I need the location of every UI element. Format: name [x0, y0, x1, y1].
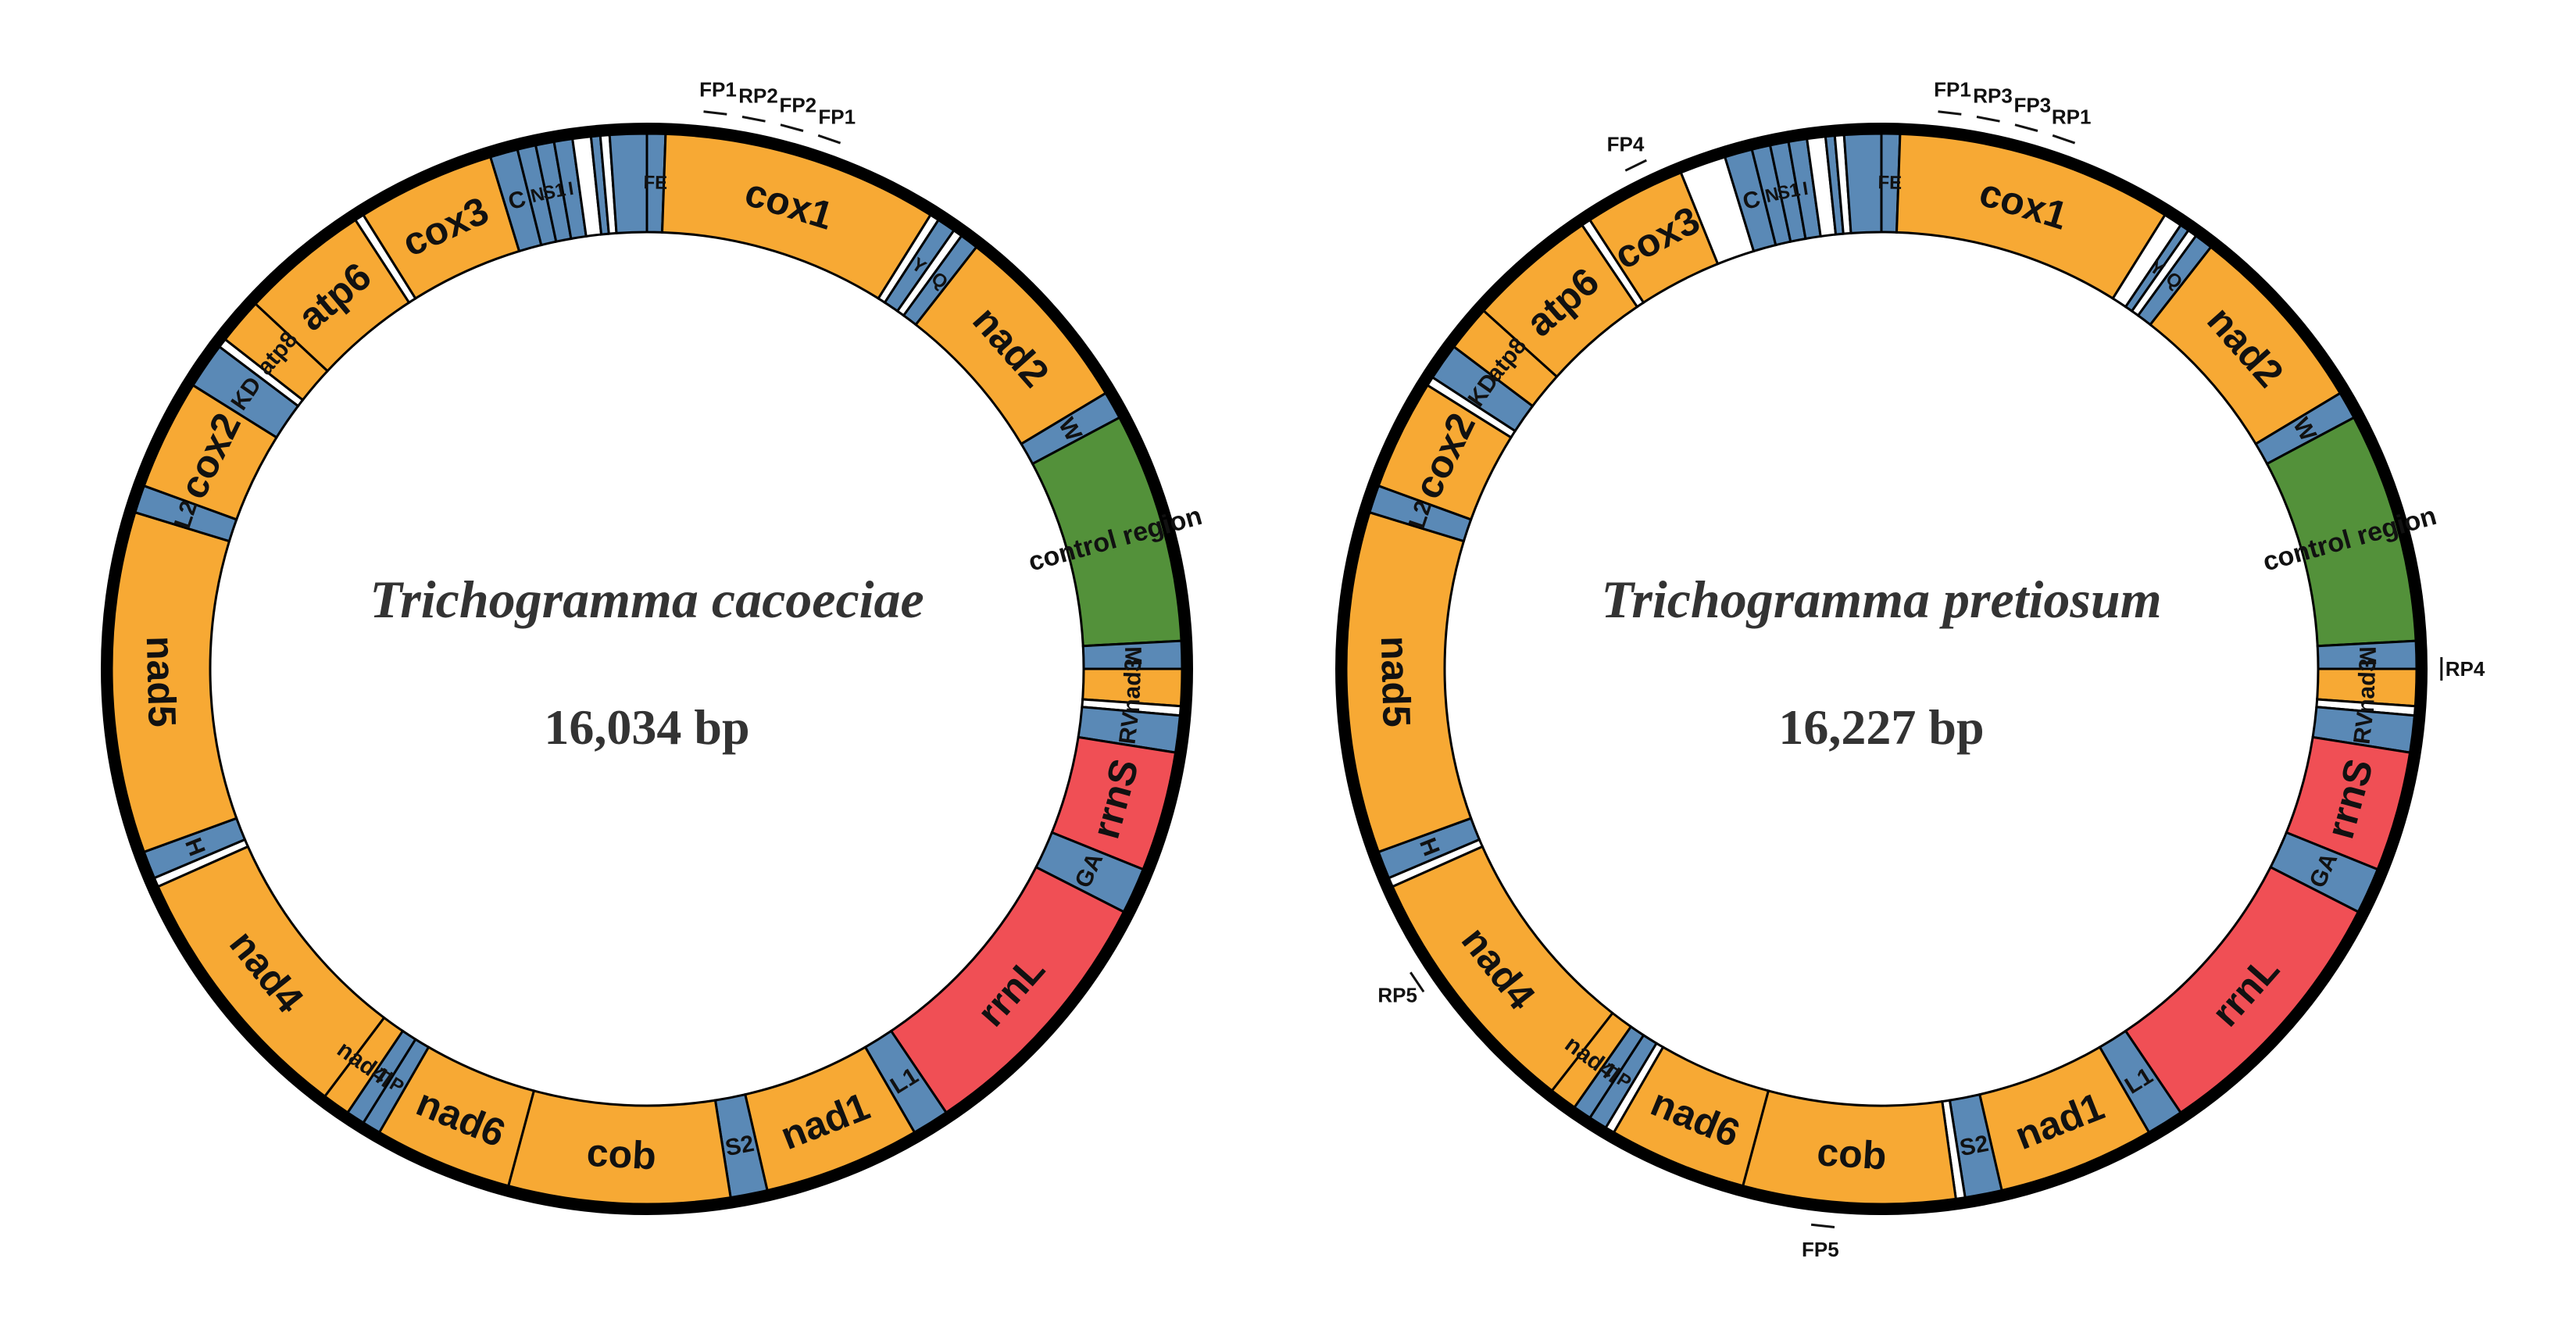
gene-label-i: I	[1801, 178, 1810, 200]
primer-arrow	[1976, 116, 2000, 123]
gene-label-s2: S2	[1958, 1131, 1991, 1161]
primer-arrow	[817, 134, 841, 145]
gene-label-m: M	[1120, 646, 1146, 667]
gene-label-n: N	[1763, 184, 1781, 207]
primer-arrow	[703, 110, 727, 116]
gene-label-rv: RV	[1114, 710, 1144, 745]
primer-label: FP1	[818, 105, 856, 129]
gene-label-cob: cob	[586, 1131, 658, 1178]
primer-fp1: FP1	[817, 105, 856, 145]
primer-label: RP4	[2446, 657, 2485, 681]
primer-fp4: FP4	[1607, 133, 1647, 172]
gene-label-fe: FE	[1878, 172, 1902, 194]
primer-arrow	[1810, 1223, 1835, 1228]
primer-label: FP1	[1934, 78, 1971, 102]
primer-label: FP1	[699, 78, 737, 102]
gene-label-rv: RV	[2349, 710, 2378, 745]
primer-arrow	[780, 123, 804, 132]
gene-label-s2: S2	[723, 1131, 756, 1161]
species-name: Trichogramma cacoeciae	[370, 570, 924, 629]
gene-label-m: M	[2354, 646, 2381, 667]
primer-arrow	[1624, 159, 1647, 172]
primer-fp5: FP5	[1802, 1223, 1839, 1261]
gene-label-nad3: nad3	[1119, 658, 1146, 713]
primer-fp1: FP1	[699, 78, 737, 116]
primer-label: RP1	[2052, 105, 2092, 129]
genome-size: 16,227 bp	[1778, 699, 1984, 755]
primer-fp3: FP3	[2013, 94, 2051, 132]
primer-arrow	[1938, 110, 1962, 116]
gene-label-s1: S1	[541, 179, 567, 204]
primer-fp2: FP2	[779, 94, 816, 132]
gene-label-s1: S1	[1775, 179, 1802, 204]
primer-rp4: RP4	[2440, 657, 2485, 681]
primer-arrow	[1409, 971, 1425, 993]
gene-label-i: I	[566, 178, 575, 200]
primer-label: RP3	[1973, 84, 2013, 108]
gene-label-cob: cob	[1816, 1130, 1888, 1178]
primer-label: FP4	[1607, 133, 1645, 156]
gene-label-fe: FE	[643, 172, 667, 194]
primer-rp1: RP1	[2052, 105, 2092, 145]
primer-rp5: RP5	[1377, 971, 1425, 1007]
species-name: Trichogramma pretiosum	[1601, 570, 2161, 629]
primer-arrow	[2014, 123, 2038, 132]
primer-label: RP2	[738, 84, 778, 108]
primer-label: FP5	[1802, 1238, 1839, 1261]
primer-label: RP5	[1377, 984, 1417, 1007]
spacer-segment	[608, 132, 648, 234]
genome-size: 16,034 bp	[544, 699, 749, 755]
primer-rp3: RP3	[1973, 84, 2013, 123]
primer-fp1: FP1	[1934, 78, 1971, 116]
gene-label-nad5: nad5	[1373, 635, 1419, 727]
primer-arrow	[741, 116, 766, 123]
primer-label: FP3	[2013, 94, 2051, 117]
gene-label-nad3: nad3	[2353, 658, 2381, 713]
gene-label-nad5: nad5	[138, 635, 184, 727]
primer-rp2: RP2	[738, 84, 778, 123]
spacer-segment	[1842, 132, 1883, 234]
genome-backbone	[101, 123, 1193, 1215]
gene-label-n: N	[529, 184, 547, 207]
primer-label: FP2	[779, 94, 816, 117]
genome-backbone	[1335, 123, 2428, 1215]
primer-arrow	[2052, 134, 2076, 145]
